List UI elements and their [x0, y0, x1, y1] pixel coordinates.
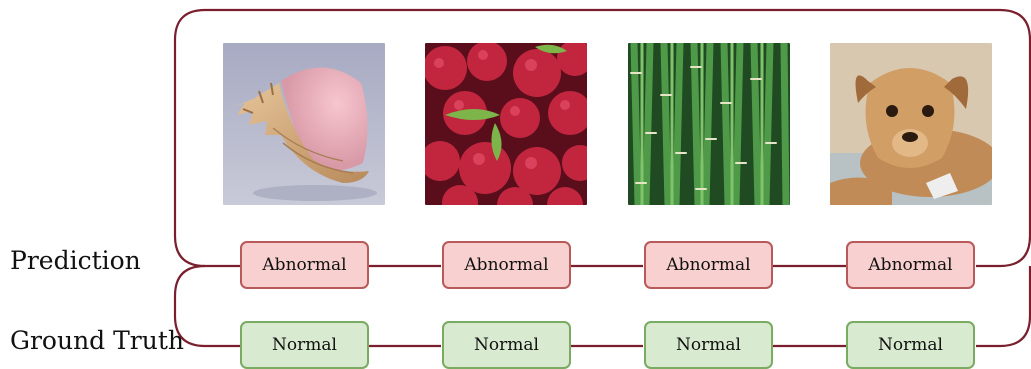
raspberries-image: [425, 43, 587, 205]
horsetail-reeds-image: [628, 43, 790, 205]
ground-truth-badge: Normal: [644, 321, 773, 369]
prediction-badge: Abnormal: [442, 241, 571, 289]
ground-truth-badge: Normal: [846, 321, 975, 369]
conch-shell-image: [223, 43, 385, 205]
prediction-badge: Abnormal: [240, 241, 369, 289]
ground-truth-row-label: Ground Truth: [10, 326, 184, 355]
puppy-image: [830, 43, 992, 205]
prediction-row-label: Prediction: [10, 246, 141, 275]
prediction-badge: Abnormal: [644, 241, 773, 289]
ground-truth-badge: Normal: [240, 321, 369, 369]
prediction-badge: Abnormal: [846, 241, 975, 289]
ground-truth-badge: Normal: [442, 321, 571, 369]
